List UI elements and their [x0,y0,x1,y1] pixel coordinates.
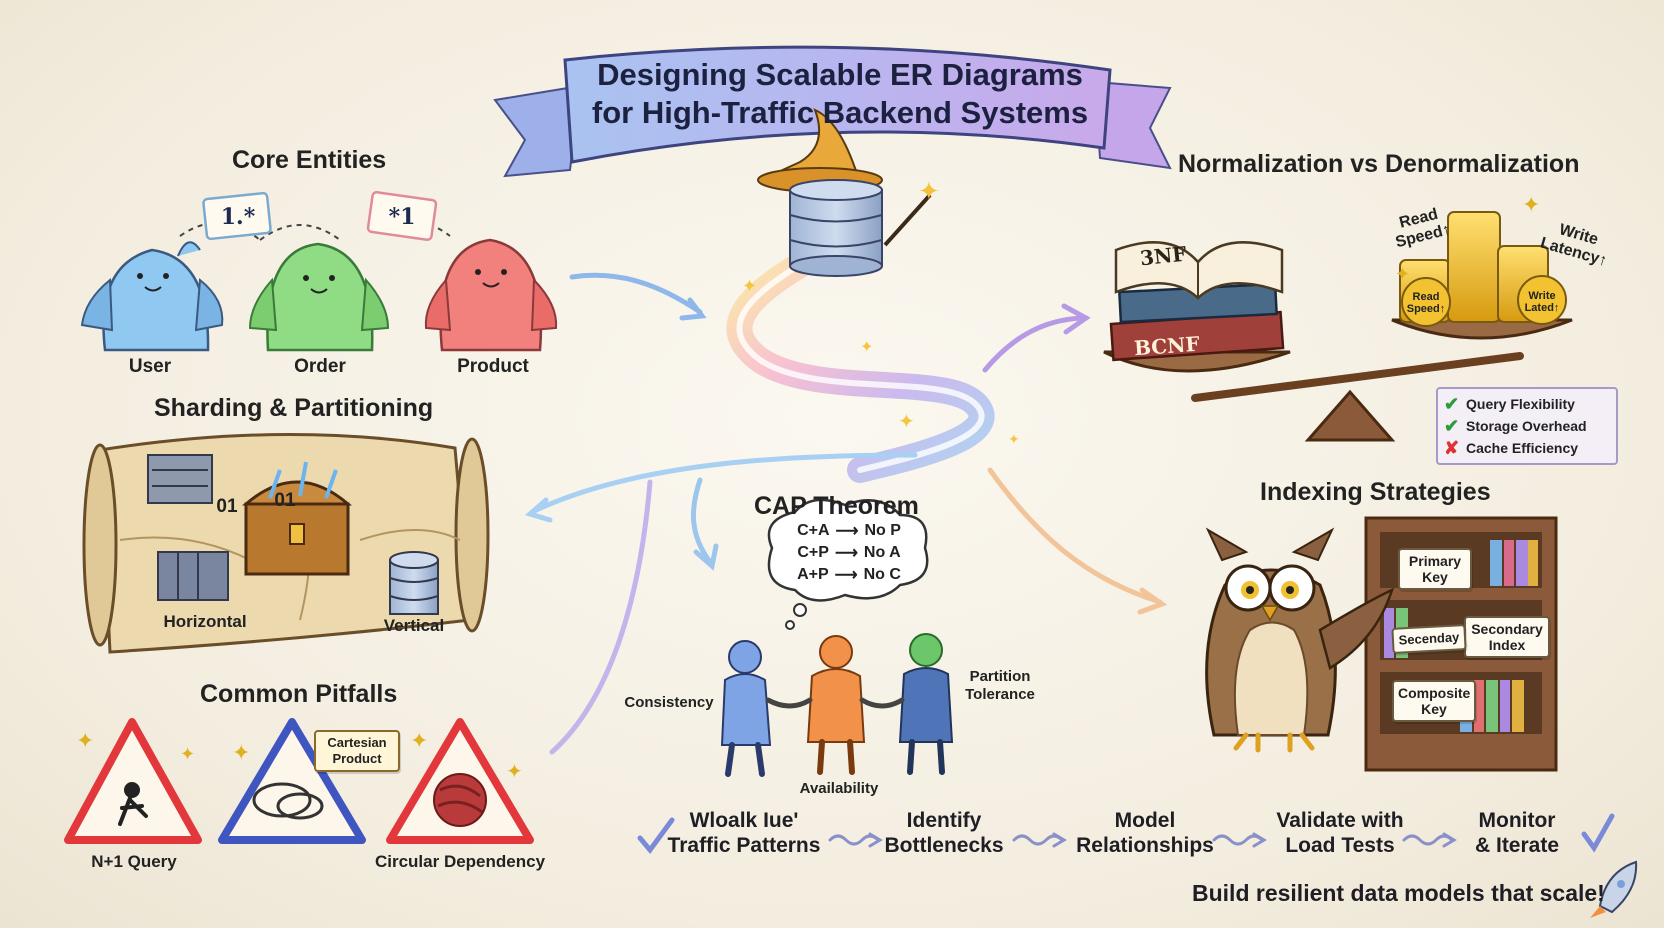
cap-illustration [720,498,954,777]
tradeoff-checklist: ✔Query Flexibility ✔Storage Overhead ✘Ca… [1436,387,1618,465]
svg-text:✦: ✦ [860,339,873,356]
note-composite-key: Composite Key [1392,680,1476,722]
availability-label: Availability [799,780,879,797]
svg-text:✦: ✦ [1395,264,1410,284]
svg-text:✦: ✦ [180,744,195,764]
svg-text:✦: ✦ [742,276,757,296]
magic-ribbon: ✦ ✦ ✦ ✦ [726,249,1020,483]
checklist-item: ✔Query Flexibility [1444,393,1575,414]
cartesian-product-bubble: Cartesian Product [314,730,400,772]
cardinality-label-2: *1 [388,204,416,230]
workflow-step-1: Wloalk Iue'Traffic Patterns [667,809,821,857]
workflow-step-5: Monitor& Iterate [1474,809,1560,857]
book-bcnf: BCNF [1133,331,1201,361]
svg-text:✦: ✦ [232,740,250,765]
svg-text:✦: ✦ [898,411,915,433]
indexing-title: Indexing Strategies [1260,478,1491,506]
entity-product-label: Product [457,356,529,377]
rocket-icon [1590,860,1638,918]
entity-user-label: User [128,356,172,377]
svg-text:✦: ✦ [1008,431,1020,447]
horizontal-label: Horizontal [163,612,247,631]
cap-title: CAP Theorem [754,492,919,520]
title-line-2: for High-Traffic Backend Systems [591,95,1089,130]
shard-bits-left: 01 [216,496,238,517]
cross-icon: ✘ [1444,437,1460,458]
entity-order-label: Order [294,356,346,377]
vertical-label: Vertical [383,616,445,635]
normalization-title: Normalization vs Denormalization [1178,150,1580,178]
sharding-title: Sharding & Partitioning [154,394,434,422]
page-title: Designing Scalable ER Diagrams for High-… [580,56,1100,132]
flow-arrows [524,272,1168,755]
note-secondary-index: Secondary Index [1464,616,1550,658]
sharding-map [82,432,490,654]
coin-write-latency: Write Lated↑ [1524,290,1560,314]
title-banner [493,45,1172,178]
svg-text:✦: ✦ [918,176,940,206]
coin-stacks [1399,211,1567,327]
pitfalls-title: Common Pitfalls [200,680,398,708]
cardinality-label-1: 1.* [220,204,256,230]
note-primary-key: Primary Key [1398,548,1472,590]
check-icon: ✔ [1444,415,1460,436]
svg-text:✦: ✦ [410,728,428,753]
pitfall-n1-label: N+1 Query [91,852,177,871]
title-line-1: Designing Scalable ER Diagrams [597,57,1083,92]
checklist-item: ✔Storage Overhead [1444,415,1587,436]
svg-text:✦: ✦ [506,761,523,783]
cap-rules: C+A⟶No P C+P⟶No A A+P⟶No C [774,520,924,586]
normalization-scale: ✦ ✦ [1103,192,1573,442]
tagline: Build resilient data models that scale! [1192,880,1605,906]
wizard-database-icon: ✦ [757,108,940,277]
workflow-arrows [637,813,1615,855]
entity-blobs [80,191,558,352]
book-3nf: 3NF [1138,241,1188,271]
cap-rule: A+P⟶No C [797,566,901,584]
cap-rule: C+A⟶No P [797,522,901,540]
consistency-label: Consistency [624,694,714,711]
shard-bits-chest: 01 [274,490,296,511]
note-secenday: Secenday [1391,624,1467,654]
cap-rule: C+P⟶No A [797,544,901,562]
coin-read-speed: Read Speed↑ [1406,291,1446,315]
svg-text:✦: ✦ [76,728,94,753]
pitfall-circular-label: Circular Dependency [374,852,546,871]
check-icon: ✔ [1444,393,1460,414]
pitfall-signs: ✦ ✦ ✦ ✦ ✦ [64,718,534,844]
svg-text:✦: ✦ [1522,192,1540,217]
partition-tolerance-label: Partition Tolerance [965,668,1035,703]
checklist-item: ✘Cache Efficiency [1444,437,1579,458]
core-entities-title: Core Entities [232,146,387,174]
